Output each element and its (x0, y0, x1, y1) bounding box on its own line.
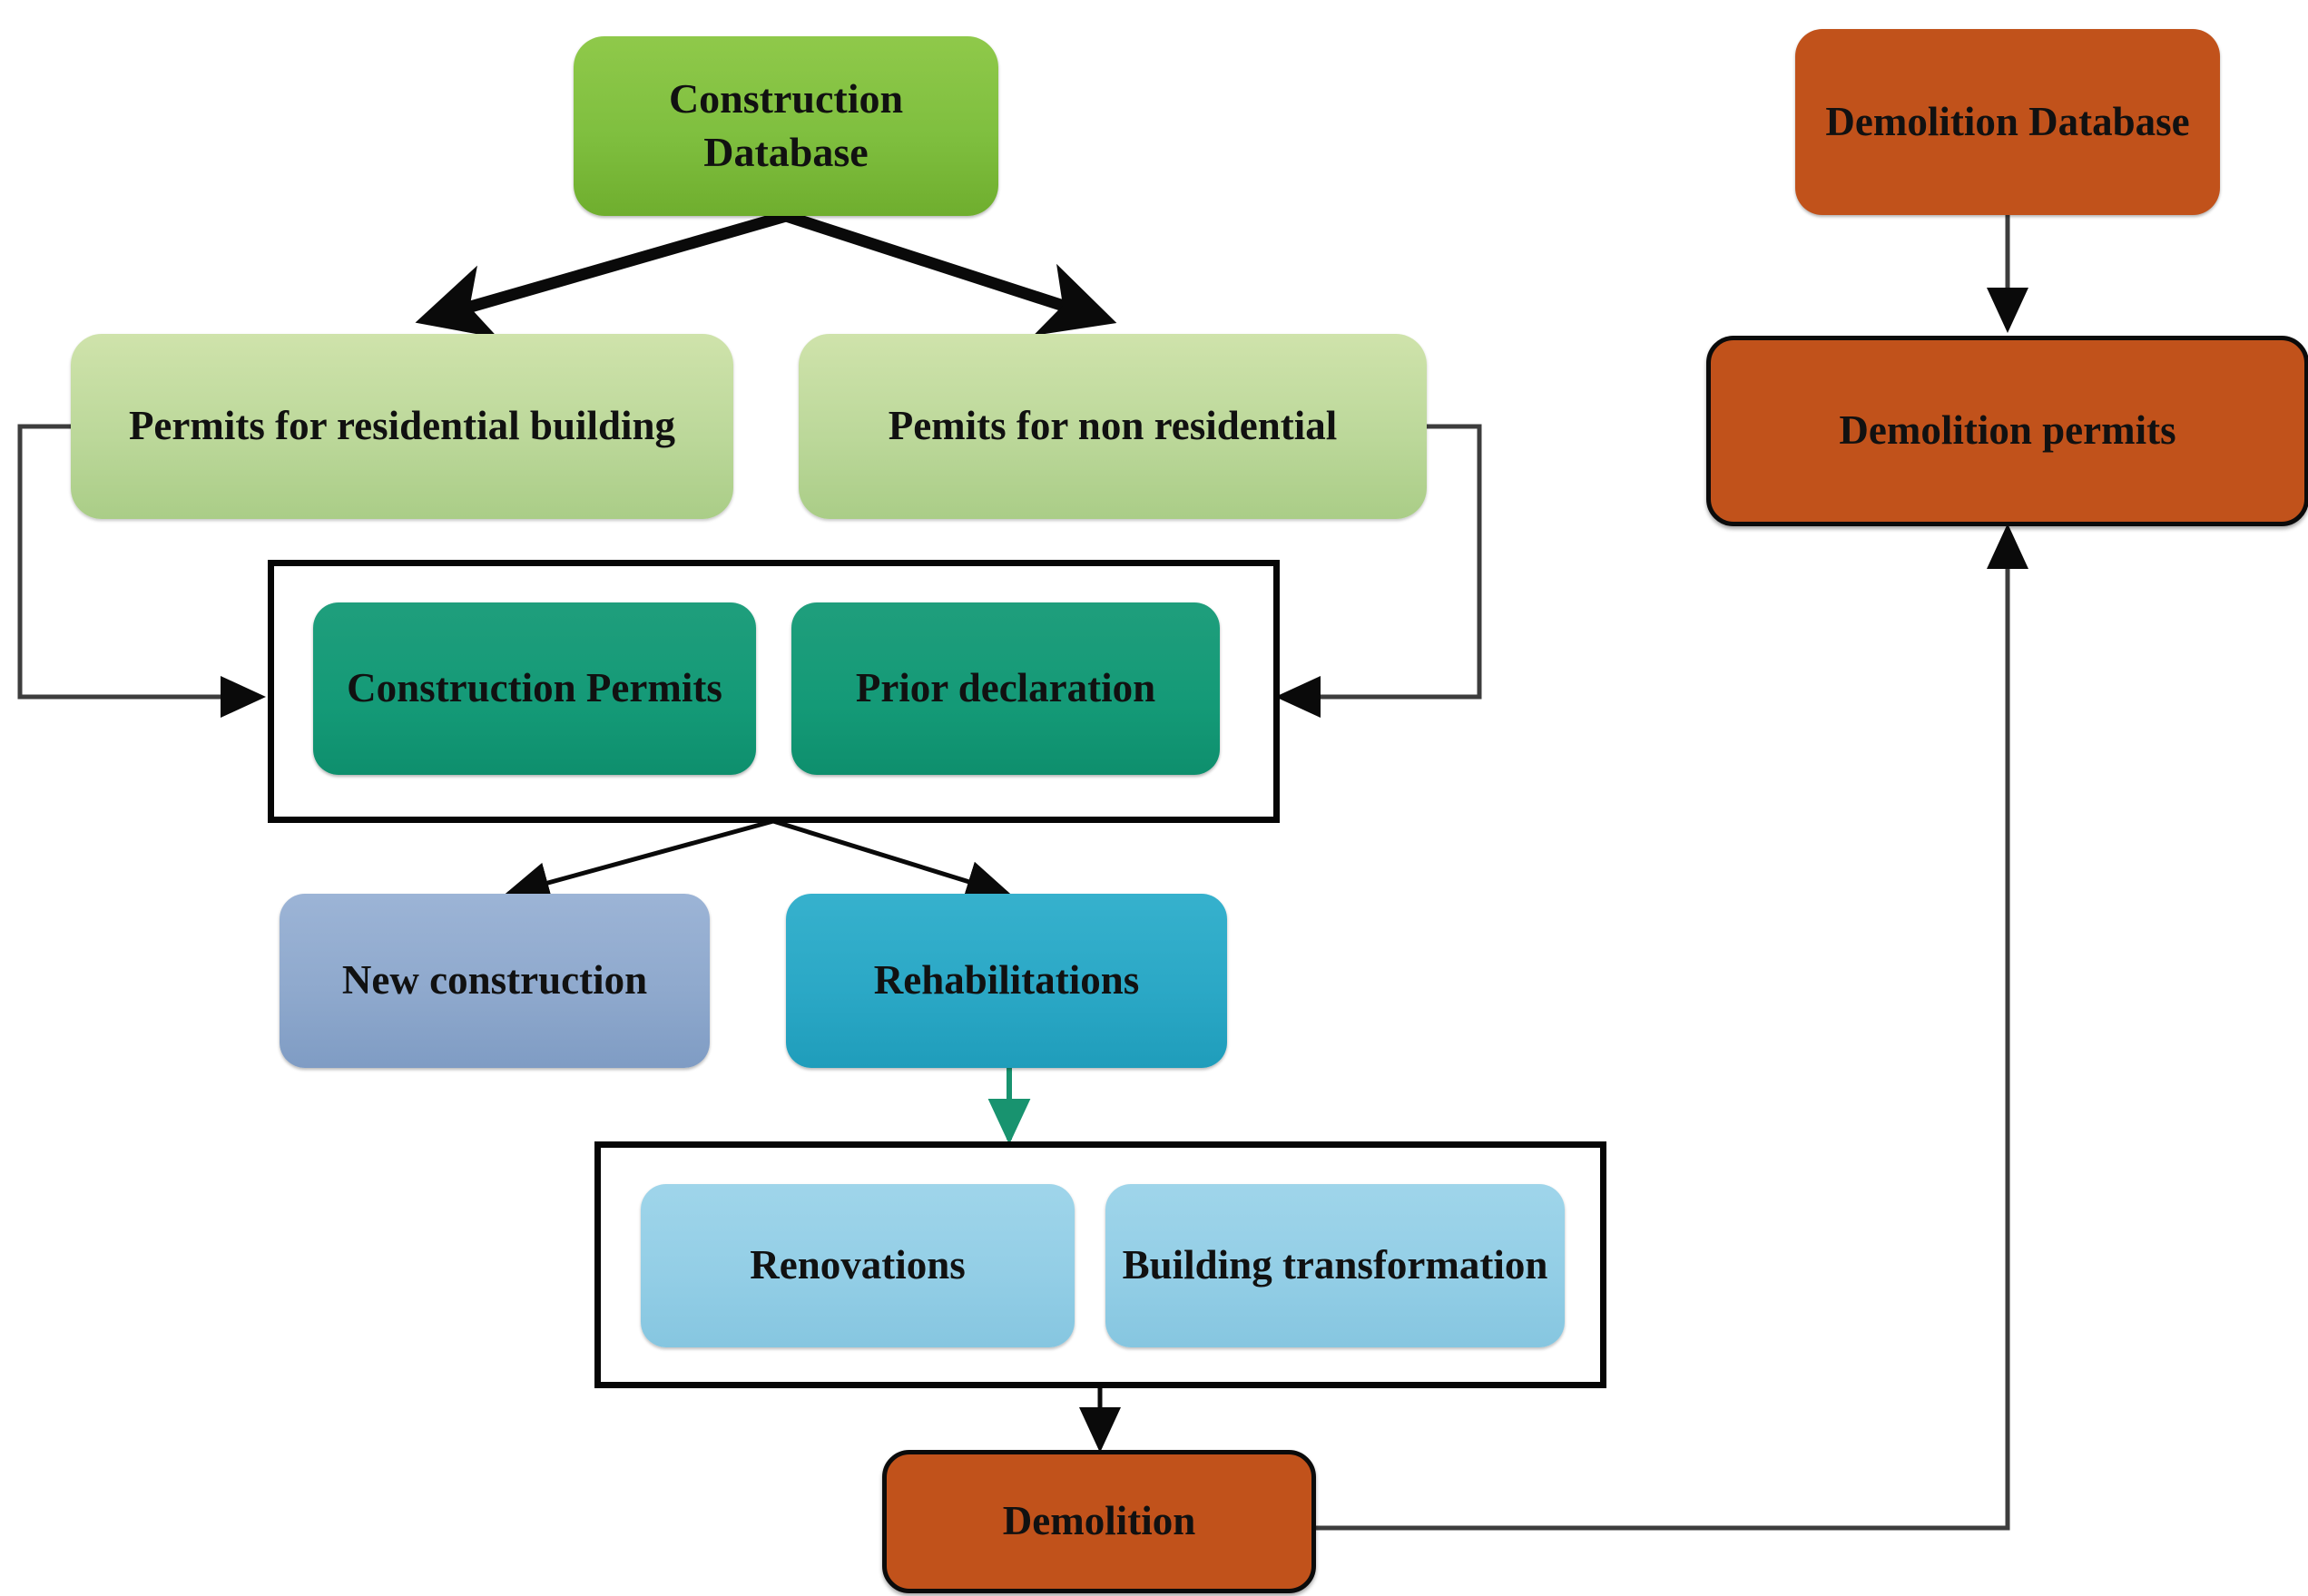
node-construction-permits[interactable]: Construction Permits (313, 602, 756, 775)
node-demolition[interactable]: Demolition (882, 1450, 1316, 1593)
node-permits-residential[interactable]: Permits for residential building (71, 334, 733, 519)
edge-constdb-to-residential (415, 210, 788, 338)
node-demolition-database[interactable]: Demolition Database (1795, 29, 2220, 215)
node-demolition-permits[interactable]: Demolition permits (1706, 336, 2308, 526)
edge-constdb-to-nonresidential (783, 210, 1117, 336)
edge-permits-group-to-new-construction (504, 818, 774, 904)
node-new-construction[interactable]: New construction (280, 894, 710, 1068)
node-renovations[interactable]: Renovations (641, 1184, 1075, 1347)
node-building-transformation[interactable]: Building transformation (1105, 1184, 1565, 1347)
node-construction-database[interactable]: Construction Database (574, 36, 998, 216)
edge-permits-group-to-rehabilitations (772, 818, 1012, 902)
node-prior-declaration[interactable]: Prior declaration (791, 602, 1220, 775)
node-rehabilitations[interactable]: Rehabilitations (786, 894, 1227, 1068)
node-permits-non-residential[interactable]: Pemits for non residential (799, 334, 1427, 519)
